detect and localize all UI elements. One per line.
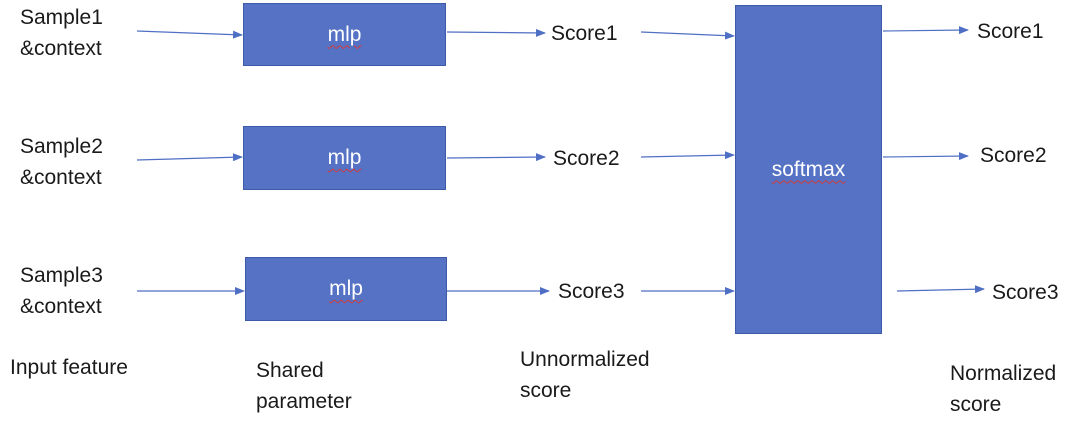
input-label-3-line2: &context xyxy=(20,295,102,318)
softmax-box: softmax xyxy=(735,5,882,334)
arrow-score1-to-softmax xyxy=(640,31,735,40)
caption-shared-parameter: Shared parameter xyxy=(256,355,352,417)
caption-unnorm-line1: Unnormalized xyxy=(520,348,650,371)
caption-normalized-score: Normalized score xyxy=(950,358,1056,420)
input-label-3-line1: Sample3 xyxy=(20,264,103,287)
caption-shared-line2: parameter xyxy=(256,390,352,413)
softmax-label: softmax xyxy=(771,157,846,181)
arrow-softmax-to-norm2 xyxy=(882,152,969,161)
mlp-box-1-label: mlp xyxy=(327,22,362,46)
caption-norm-line2: score xyxy=(950,393,1002,416)
caption-unnormalized-score: Unnormalized score xyxy=(520,344,650,406)
mlp-box-3: mlp xyxy=(245,257,447,321)
input-label-3: Sample3 &context xyxy=(20,260,103,322)
arrow-score2-to-softmax xyxy=(640,151,735,160)
normalized-score-3: Score3 xyxy=(992,281,1059,304)
normalized-score-2: Score2 xyxy=(980,144,1047,167)
mlp-box-1: mlp xyxy=(243,3,446,66)
caption-norm-line1: Normalized xyxy=(950,362,1057,385)
unnormalized-score-2: Score2 xyxy=(553,147,620,170)
input-label-1-line2: &context xyxy=(20,37,102,60)
arrow-softmax-to-norm1 xyxy=(882,26,969,35)
arrow-softmax-to-norm3 xyxy=(896,285,985,294)
normalized-score-1: Score1 xyxy=(977,20,1044,43)
input-label-1-line1: Sample1 xyxy=(20,6,103,29)
input-label-1: Sample1 &context xyxy=(20,2,103,64)
unnormalized-score-3: Score3 xyxy=(558,280,625,303)
mlp-box-3-label: mlp xyxy=(329,277,363,300)
caption-unnorm-line2: score xyxy=(520,379,572,402)
input-label-2: Sample2 &context xyxy=(20,131,103,193)
mlp-box-2-label: mlp xyxy=(327,146,362,169)
input-label-2-line1: Sample2 xyxy=(20,135,103,158)
mlp-box-2: mlp xyxy=(243,126,446,190)
unnormalized-score-1: Score1 xyxy=(551,22,618,45)
arrow-mlp2-to-score2 xyxy=(446,153,546,162)
input-label-2-line2: &context xyxy=(20,166,102,189)
arrow-input1-to-mlp1 xyxy=(136,30,243,39)
caption-shared-line1: Shared xyxy=(256,359,324,382)
caption-input-feature: Input feature xyxy=(10,356,128,379)
arrow-mlp1-to-score1 xyxy=(446,28,546,37)
arrow-input2-to-mlp2 xyxy=(136,153,243,162)
